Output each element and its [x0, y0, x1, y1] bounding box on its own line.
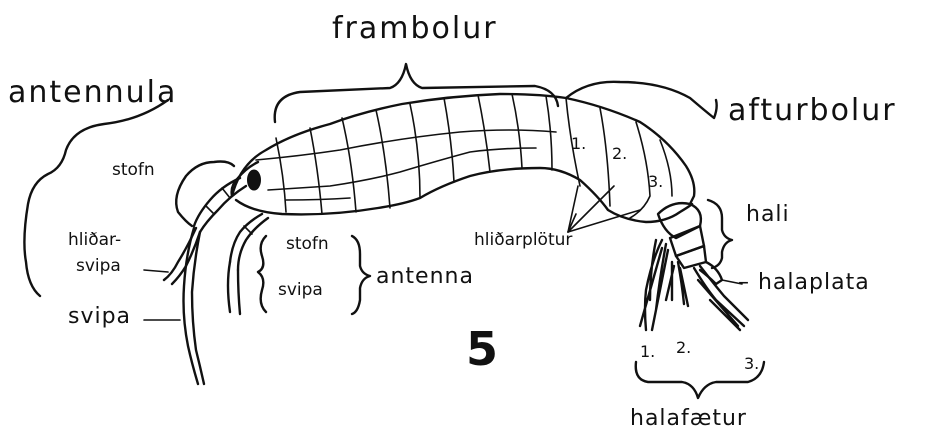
- hlidarsvipa-label-line2: svipa: [76, 258, 121, 275]
- antenna-label: antenna: [376, 266, 474, 288]
- stofn-antennula-label: stofn: [112, 162, 155, 179]
- hlidarsvipa-label-line1: hliðar-: [68, 232, 121, 249]
- stofn-antenna-label: stofn: [286, 236, 329, 253]
- halaplata-label: – halaplata: [738, 272, 870, 294]
- stofn-antennula-bracket: [176, 162, 234, 227]
- antennula-peduncle: [194, 178, 246, 232]
- plate-number-1: 1.: [571, 136, 586, 152]
- segment-line: [512, 94, 522, 168]
- hlidarplotur-label: hliðarplötur: [474, 232, 572, 249]
- uropod-1: [640, 240, 668, 330]
- peduncle-joint: [206, 206, 214, 214]
- antenna: [228, 214, 268, 314]
- hali-label: hali: [746, 204, 790, 226]
- eye: [248, 170, 261, 190]
- body-ventral-outline: [236, 168, 692, 222]
- leg-number-2: 2.: [676, 340, 691, 356]
- leg-number-1: 1.: [640, 344, 655, 360]
- hlidarplotur-pointers: [568, 186, 640, 232]
- hali-brace: [708, 200, 732, 268]
- pointer-line: [568, 186, 578, 232]
- leg-number-3: 3.: [744, 356, 759, 372]
- svipa-antenna-label: svipa: [278, 282, 323, 299]
- afturbolur-label: afturbolur: [728, 96, 897, 126]
- segment-midline: [286, 198, 350, 200]
- antenna-flagellum: [228, 262, 240, 314]
- antenna-stofn-svipa-bracket: [258, 236, 266, 312]
- segment-line: [276, 138, 286, 212]
- hlidarsvipa-leader: [144, 270, 168, 272]
- segment-midline: [256, 130, 556, 160]
- segment-line: [410, 104, 420, 198]
- segment-line: [310, 128, 322, 214]
- tail-segment: [676, 246, 706, 268]
- antenna-right-brace: [352, 236, 370, 314]
- frambolur-segments: [256, 94, 556, 214]
- segment-line: [478, 95, 490, 172]
- afturbolur-brace: [566, 82, 717, 118]
- svipa-antennula-label: svipa: [68, 306, 131, 328]
- segment-line: [546, 96, 552, 170]
- plate-outline: [630, 122, 650, 218]
- antennula-label: antennula: [8, 78, 177, 108]
- halafaetur-label: halafætur: [630, 408, 747, 430]
- accessory-flagellum: [164, 228, 200, 284]
- plate-number-2: 2.: [612, 146, 627, 162]
- plate-number-3: 3.: [648, 174, 663, 190]
- antenna-joint: [244, 226, 252, 234]
- peduncle-joint: [222, 188, 230, 198]
- segment-line: [376, 110, 390, 208]
- figure-number: 5: [466, 326, 498, 372]
- frambolur-label: frambolur: [332, 14, 498, 44]
- uropods: [640, 240, 748, 330]
- segment-line: [444, 98, 454, 182]
